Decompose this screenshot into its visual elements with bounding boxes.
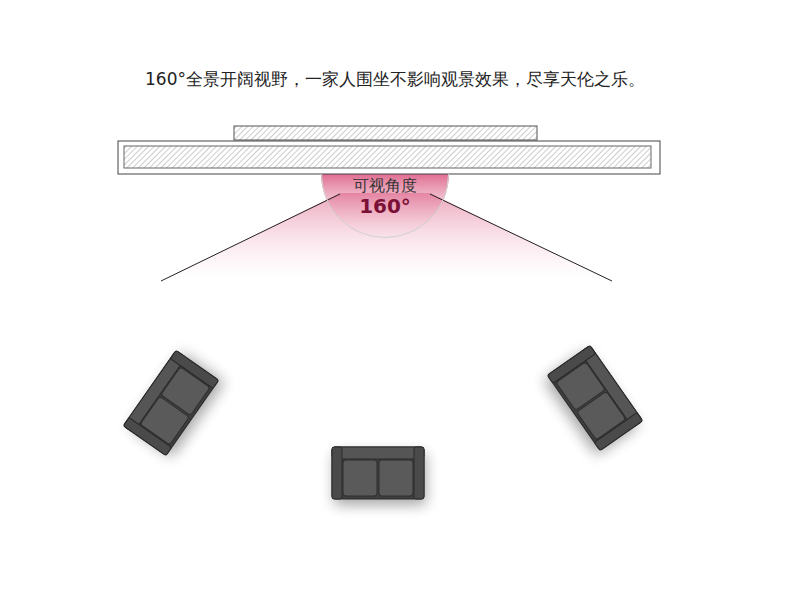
view-angle-semicircle: 可视角度160° — [321, 174, 449, 238]
heading: 160°全景开阔视野，一家人围坐不影响观景效果，尽享天伦之乐。 — [0, 68, 790, 91]
angle-value: 160° — [359, 195, 411, 217]
angle-caption: 可视角度 — [353, 177, 417, 195]
semicircle-arc — [322, 174, 449, 238]
